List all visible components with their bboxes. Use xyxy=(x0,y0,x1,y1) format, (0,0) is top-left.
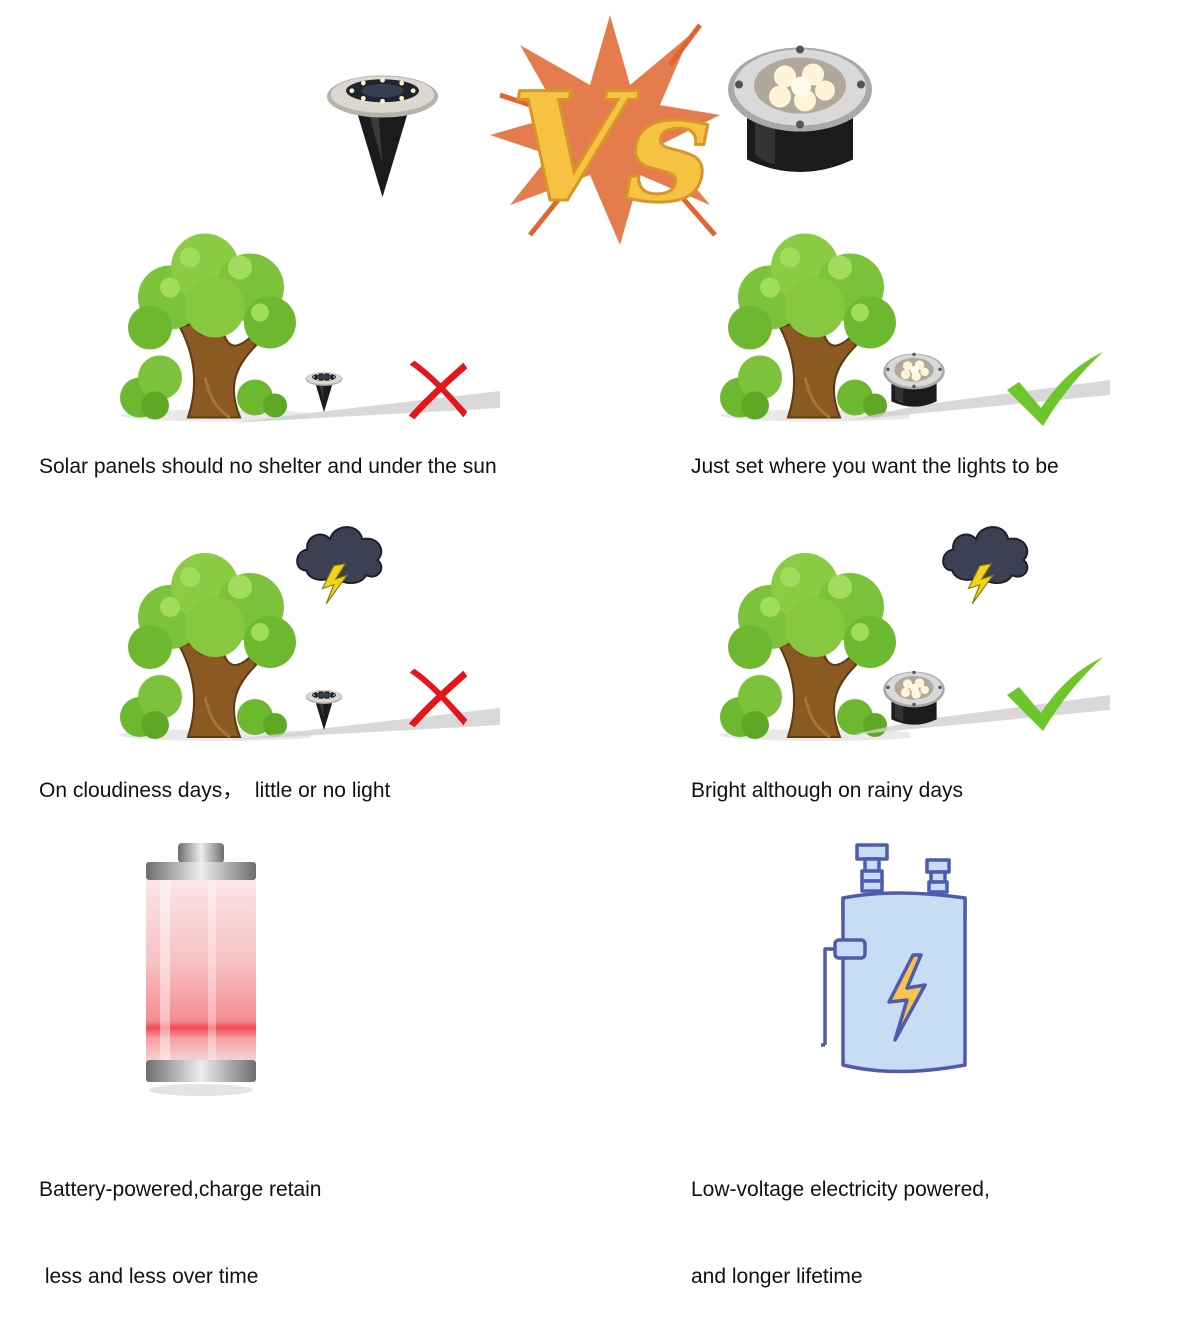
green-check-icon xyxy=(1007,352,1103,426)
panel-solar-cloudy xyxy=(100,515,500,750)
panel-wired-anywhere xyxy=(700,225,1110,435)
vs-text: Vs xyxy=(510,60,711,236)
solar-ground-light-icon xyxy=(305,689,343,731)
panel-wired-rainy xyxy=(700,515,1110,750)
red-cross-icon xyxy=(408,668,468,728)
panel-solar-sun xyxy=(100,225,500,435)
caption-wired-anywhere: Just set where you want the lights to be xyxy=(691,455,1059,478)
caption-solar-battery-line1: Battery-powered,charge retain xyxy=(39,1178,322,1201)
ground-shadow xyxy=(850,380,1110,420)
caption-wired-rainy: Bright although on rainy days xyxy=(691,779,964,802)
caption-wired-power-line2: and longer lifetime xyxy=(691,1265,863,1288)
caption-wired-power-line1: Low-voltage electricity powered, xyxy=(691,1178,990,1201)
ground-shadow xyxy=(850,695,1110,735)
caption-solar-sun: Solar panels should no shelter and under… xyxy=(39,455,497,478)
vs-burst-icon: Vs xyxy=(490,15,720,245)
solar-ground-light-icon xyxy=(326,75,439,198)
wired-ground-light-icon xyxy=(728,45,872,172)
storm-cloud-icon xyxy=(942,526,1029,605)
vs-badge: Vs xyxy=(470,5,730,255)
solar-ground-light-icon xyxy=(305,371,343,413)
green-check-icon xyxy=(1007,657,1103,731)
red-cross-icon xyxy=(408,360,468,420)
caption-solar-cloudy: On cloudiness days， little or no light xyxy=(39,779,391,802)
wired-ground-light-icon xyxy=(883,352,945,407)
battery-icon xyxy=(146,843,256,1096)
ground-shadow xyxy=(230,708,500,740)
caption-solar-battery: Battery-powered,charge retain less and l… xyxy=(39,1117,322,1320)
wired-ground-light-icon xyxy=(883,670,945,725)
caption-solar-battery-line2: less and less over time xyxy=(39,1265,259,1288)
caption-wired-power: Low-voltage electricity powered, and lon… xyxy=(691,1117,990,1320)
transformer-icon xyxy=(821,843,967,1074)
